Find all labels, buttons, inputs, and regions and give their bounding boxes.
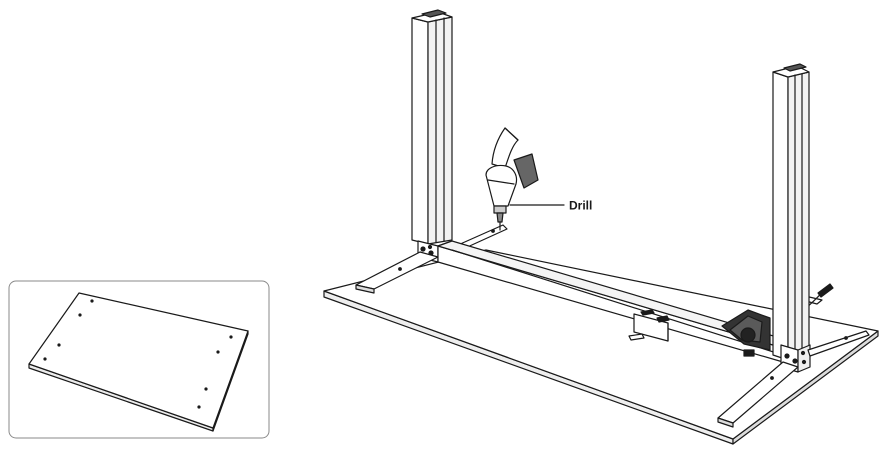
back-left-leg: [411, 9, 453, 245]
tabletop: [323, 249, 879, 445]
inset-tabletop: [28, 292, 249, 432]
inset-panel: [8, 280, 270, 439]
crossbar: [437, 240, 798, 363]
inset-pilot-holes: [43, 299, 233, 409]
drill-callout-label: Drill: [569, 199, 592, 213]
motor-housing: [721, 309, 771, 357]
front-right-foot: [717, 330, 870, 428]
front-right-leg: [772, 63, 810, 361]
front-left-foot: [355, 251, 439, 294]
drill-icon: [485, 127, 539, 231]
main-illustration: [323, 9, 879, 445]
